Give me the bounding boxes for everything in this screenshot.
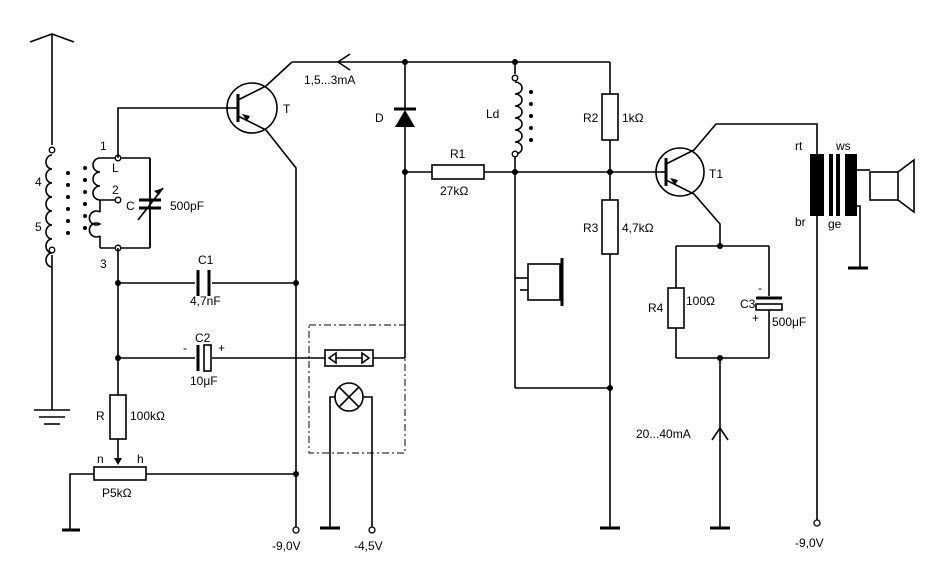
emitter-network: [667, 243, 783, 530]
coil-tap-3: 3: [100, 257, 107, 271]
transistor-t1: [655, 123, 818, 520]
transformer-br: br: [795, 215, 806, 229]
bias-network-wires: [115, 248, 325, 395]
tuning-coil-l: [88, 154, 151, 252]
resistor-r2: [601, 62, 619, 200]
resistor-r3-value: 4,7kΩ: [622, 221, 654, 235]
supply-terminal-1: [292, 526, 300, 534]
variable-capacitor-c: [137, 158, 164, 248]
output-transformer: [810, 154, 870, 270]
resistor-r: [109, 394, 127, 465]
coil-tap-2: 2: [112, 183, 119, 197]
antenna-tap-5: 5: [35, 220, 42, 234]
antenna: [29, 33, 75, 410]
resistor-r-name: R: [96, 409, 105, 423]
loudspeaker: [869, 158, 915, 214]
coil-tap-1: 1: [100, 139, 107, 153]
capacitor-c1-name: C1: [198, 253, 214, 267]
capacitor-c-value: 500pF: [170, 199, 204, 213]
supply-label-2: -4,5V: [354, 539, 383, 553]
resistor-r1-name: R1: [450, 147, 466, 161]
antenna-tap-4: 4: [35, 175, 42, 189]
ground-symbol-antenna: [34, 409, 70, 425]
wire-tap1-to-base: [117, 107, 226, 158]
coil-label-l: L: [112, 161, 119, 175]
resistor-r4-value: 100Ω: [686, 294, 715, 308]
capacitor-c3-value: 500μF: [772, 315, 806, 329]
indicator-lamp-assembly: [308, 324, 406, 534]
transformer-rt: rt: [795, 139, 803, 153]
resistor-r1: [405, 164, 660, 180]
capacitor-c2-name: C2: [195, 331, 211, 345]
choke-ld-label: Ld: [486, 107, 499, 121]
earphone-symbol: [512, 169, 564, 388]
supply-label-3: -9,0V: [795, 536, 824, 550]
resistor-r2-value: 1kΩ: [622, 111, 644, 125]
current-label-out: 20...40mA: [636, 427, 691, 441]
resistor-r3: [515, 199, 620, 530]
resistor-r4-name: R4: [648, 301, 664, 315]
resistor-r2-name: R2: [583, 111, 599, 125]
potentiometer-p: [62, 466, 299, 532]
diode-d: [394, 59, 416, 358]
resistor-r3-name: R3: [583, 221, 599, 235]
antenna-ferrite-dots: [66, 171, 70, 235]
capacitor-c-name: C: [126, 199, 135, 213]
coil-ferrite-dots: [83, 166, 87, 230]
resistor-r-value: 100kΩ: [130, 409, 165, 423]
choke-ld: [511, 59, 533, 172]
transistor-t-label: T: [283, 102, 291, 116]
capacitor-c3-minus: -: [758, 281, 762, 295]
current-label-t: 1,5...3mA: [304, 73, 355, 87]
capacitor-c2-plus: +: [218, 341, 225, 355]
capacitor-c3-name: C3: [740, 297, 756, 311]
transformer-ge: ge: [828, 217, 842, 231]
capacitor-c1-value: 4,7nF: [190, 294, 221, 308]
potentiometer-h: h: [137, 452, 144, 466]
capacitor-c2: [196, 344, 212, 372]
supply-label-1: -9,0V: [272, 539, 301, 553]
supply-terminal-3: [813, 519, 821, 527]
potentiometer-label: P5kΩ: [102, 486, 132, 500]
resistor-r1-value: 27kΩ: [440, 184, 468, 198]
capacitor-c1: [196, 270, 211, 296]
capacitor-c2-value: 10μF: [190, 374, 218, 388]
transformer-ws: ws: [835, 139, 851, 153]
transistor-t: [226, 61, 297, 528]
diode-d-label: D: [375, 111, 384, 125]
transistor-t1-label: T1: [709, 167, 723, 181]
potentiometer-n: n: [97, 452, 104, 466]
capacitor-c3-plus: +: [752, 311, 759, 325]
capacitor-c2-minus: -: [183, 341, 187, 355]
current-arrow-top: [336, 53, 351, 71]
